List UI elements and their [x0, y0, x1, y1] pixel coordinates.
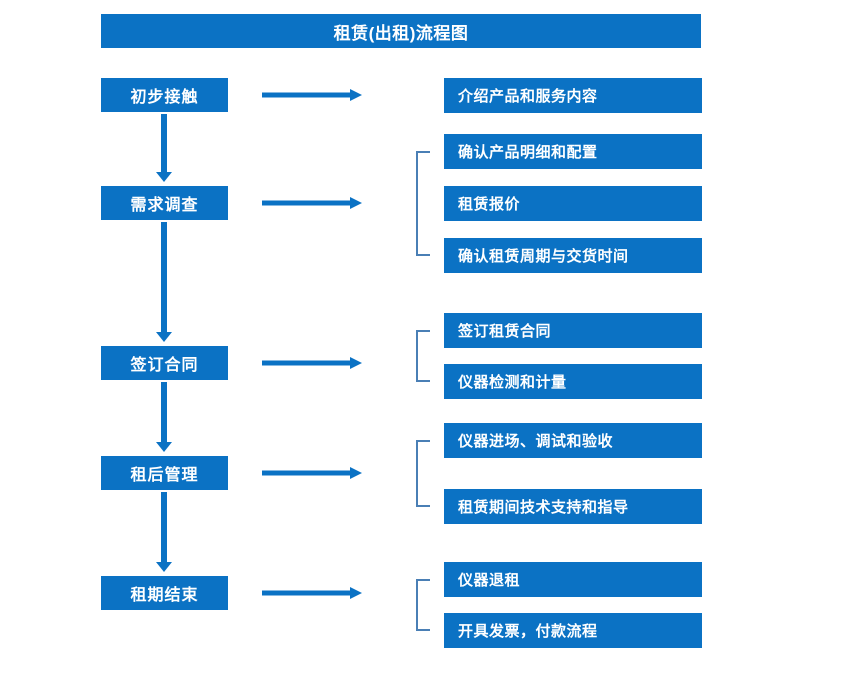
stage-label: 签订合同	[130, 357, 199, 374]
detail-box-2-1[interactable]: 确认产品明细和配置	[444, 134, 702, 169]
stage-label: 租后管理	[130, 467, 199, 484]
stage-label: 需求调查	[130, 197, 199, 214]
detail-label: 确认租赁周期与交货时间	[458, 248, 629, 265]
arrow-right-stage-1	[262, 89, 362, 101]
stage-box-4[interactable]: 租后管理	[101, 456, 228, 490]
detail-label: 租赁期间技术支持和指导	[458, 499, 629, 516]
diagram-title: 租赁(出租)流程图	[101, 14, 701, 48]
stage-box-3[interactable]: 签订合同	[101, 346, 228, 380]
detail-label: 仪器进场、调试和验收	[458, 433, 614, 450]
detail-box-1-1[interactable]: 介绍产品和服务内容	[444, 78, 702, 113]
stage-label: 租期结束	[130, 587, 199, 604]
arrow-right-stage-4	[262, 467, 362, 479]
detail-box-2-2[interactable]: 租赁报价	[444, 186, 702, 221]
detail-box-3-1[interactable]: 签订租赁合同	[444, 313, 702, 348]
arrow-down-stage-3	[156, 382, 172, 452]
group-bracket-5	[416, 579, 430, 631]
arrow-right-stage-5	[262, 587, 362, 599]
detail-label: 租赁报价	[458, 196, 521, 213]
detail-box-4-1[interactable]: 仪器进场、调试和验收	[444, 423, 702, 458]
arrow-right-stage-2	[262, 197, 362, 209]
stage-box-2[interactable]: 需求调查	[101, 186, 228, 220]
arrow-down-stage-2	[156, 222, 172, 342]
group-bracket-3	[416, 330, 430, 382]
detail-box-5-1[interactable]: 仪器退租	[444, 562, 702, 597]
detail-label: 仪器检测和计量	[458, 374, 567, 391]
stage-box-5[interactable]: 租期结束	[101, 576, 228, 610]
detail-label: 仪器退租	[458, 572, 521, 589]
arrow-down-stage-1	[156, 114, 172, 182]
stage-label: 初步接触	[130, 89, 199, 106]
detail-box-4-2[interactable]: 租赁期间技术支持和指导	[444, 489, 702, 524]
group-bracket-4	[416, 440, 430, 507]
detail-label: 介绍产品和服务内容	[458, 88, 598, 105]
arrow-down-stage-4	[156, 492, 172, 572]
detail-label: 签订租赁合同	[458, 323, 552, 340]
detail-box-2-3[interactable]: 确认租赁周期与交货时间	[444, 238, 702, 273]
detail-label: 开具发票，付款流程	[458, 623, 598, 640]
detail-label: 确认产品明细和配置	[458, 144, 598, 161]
group-bracket-2	[416, 151, 430, 256]
arrow-right-stage-3	[262, 357, 362, 369]
stage-box-1[interactable]: 初步接触	[101, 78, 228, 112]
detail-box-5-2[interactable]: 开具发票，付款流程	[444, 613, 702, 648]
detail-box-3-2[interactable]: 仪器检测和计量	[444, 364, 702, 399]
